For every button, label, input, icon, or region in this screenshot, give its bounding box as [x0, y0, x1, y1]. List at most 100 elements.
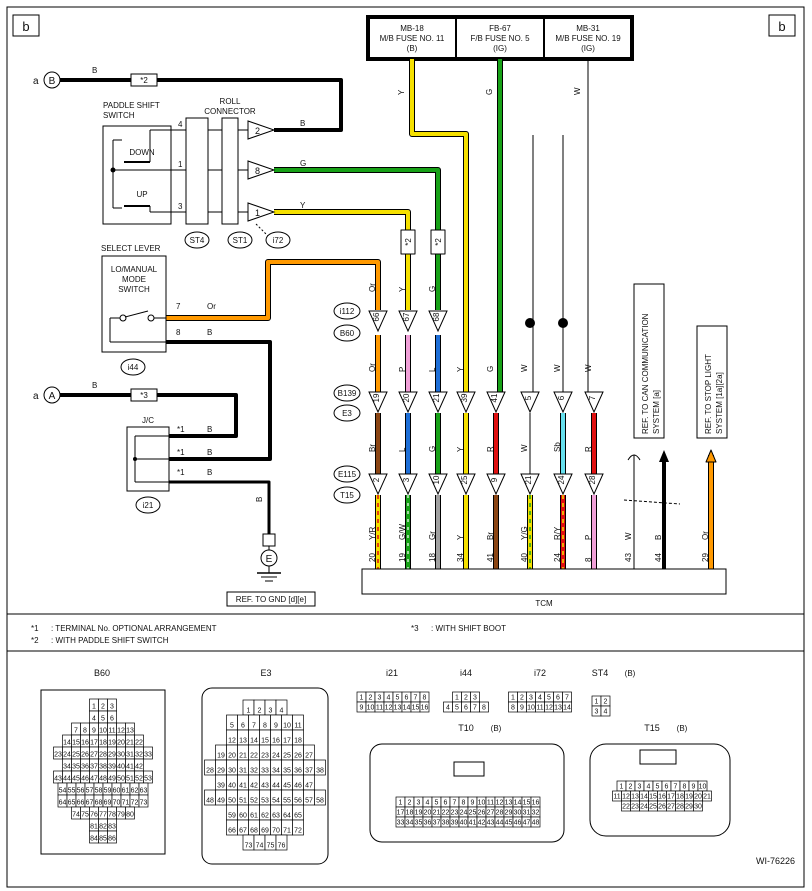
i21-layout-pin: 16: [421, 705, 429, 712]
select-lever-sw2: MODE: [122, 275, 146, 284]
b139-wire-4: G: [486, 366, 495, 372]
e115-terminal-2-pin: 10: [432, 475, 441, 484]
paddle-shift-switch: PADDLE SHIFT SWITCH DOWN UP 4 1 3: [102, 101, 186, 225]
b60-layout-pin: 59: [104, 788, 112, 795]
corner-box-left: [12, 14, 40, 37]
badge-i72-label: i72: [273, 236, 284, 245]
badge-i21: [135, 496, 161, 514]
e3-layout-pin: 58: [316, 798, 324, 805]
b60-layout-pin: 75: [81, 812, 89, 819]
b60-layout-pin: 6: [110, 716, 114, 723]
note-2-key: *2: [31, 636, 39, 645]
roll-title-1: ROLL: [220, 97, 241, 106]
i21-layout-pin: 10: [367, 705, 375, 712]
fuse-3-signal: (IG): [581, 44, 595, 53]
e3-layout-pin: 41: [239, 783, 247, 790]
t15-layout-sig: (B): [677, 724, 688, 733]
splice-dot-1: [525, 318, 535, 328]
b60-layout-pin: 46: [81, 776, 89, 783]
b60-layout-pin: 47: [90, 776, 98, 783]
tcm-wire-8: W: [624, 532, 633, 540]
b60-layout-pin: 41: [126, 764, 134, 771]
e3-layout-pin: 32: [250, 768, 258, 775]
e3-layout-pin: 5: [230, 723, 234, 730]
b60-layout-cell: [125, 806, 135, 820]
tcm-module: TCM: [361, 568, 727, 608]
paddle-pin-4: 4: [178, 120, 183, 129]
corner-box-right: [768, 14, 796, 37]
b60-layout-pin: 70: [113, 800, 121, 807]
e3-layout-pin: 16: [272, 738, 280, 745]
b139-wire-3: Y: [456, 366, 465, 372]
note-1-text: : TERMINAL No. OPTIONAL ARRANGEMENT: [51, 624, 217, 633]
e3-layout-pin: 13: [239, 738, 247, 745]
e3-layout-cell: [275, 834, 288, 851]
e3-layout-pin: 10: [283, 723, 291, 730]
b60-layout-pin: 61: [122, 788, 130, 795]
tcm-pin-3: 34: [456, 553, 465, 562]
t15-layout-pin: 1: [620, 784, 624, 791]
e115-wire-7: R: [584, 446, 593, 452]
i21-layout-pin: 9: [360, 705, 364, 712]
i72-layout-pin: 9: [520, 705, 524, 712]
e3-layout-pin: 21: [239, 753, 247, 760]
fuse-3-name: MB-31: [576, 24, 600, 33]
b60-layout-pin: 5: [101, 716, 105, 723]
b60-layout-pin: 50: [117, 776, 125, 783]
st4-layout-cell: [600, 705, 611, 717]
st4-layout-sig: (B): [625, 669, 636, 678]
b139-terminal-6: [553, 391, 573, 414]
e3-layout-pin: 36: [294, 768, 302, 775]
b139-terminal-0-pin: 19: [372, 393, 381, 402]
e3-layout-pin: 30: [228, 768, 236, 775]
e115-wire-1: L: [398, 447, 407, 452]
st4-layout-pin: 3: [595, 709, 599, 716]
t10-layout-pin: 34: [406, 820, 414, 827]
b60-layout-pin: 12: [117, 728, 125, 735]
badge-b60: [333, 324, 361, 342]
select-lever: SELECT LEVER LO/MANUAL MODE SWITCH 7 8 O…: [101, 244, 216, 353]
e115-terminal-2: [428, 473, 448, 496]
paddle-pin-1: 1: [178, 160, 183, 169]
b60-layout-pin: 4: [92, 716, 96, 723]
t15-layout-pin: 24: [640, 804, 648, 811]
e3-layout-pin: 14: [250, 738, 258, 745]
badge-b139-label: B139: [338, 389, 357, 398]
jc-label: J/C: [142, 416, 154, 425]
e3-layout-pin: 74: [256, 843, 264, 850]
b60-layout-pin: 25: [72, 752, 80, 759]
t10-layout-pin: 13: [505, 800, 513, 807]
tcm-pin-4: 41: [486, 553, 495, 562]
fuse-2-name: FB-67: [489, 24, 511, 33]
t10-layout-pin: 23: [451, 810, 459, 817]
corner-label-right: b: [778, 19, 785, 34]
b60-layout-pin: 67: [86, 800, 94, 807]
i44-layout-pin: 4: [446, 705, 450, 712]
terminal-rows: Or66Y67G68Or19P20L21Y39G41W5W6W7Br2L3G10…: [368, 283, 710, 562]
e115-terminal-3: [456, 473, 476, 496]
tcm-wire-2: Gr: [428, 531, 437, 540]
e115-wire-4: R: [486, 446, 495, 452]
fuse-1-desc: M/B FUSE NO. 11: [380, 34, 445, 43]
b139-wire-2: L: [428, 367, 437, 372]
t10-layout-pin: 29: [505, 810, 513, 817]
t15-layout-pin: 27: [667, 804, 675, 811]
i112-terminal-2-pin: 68: [432, 312, 441, 321]
b60-layout-pin: 44: [63, 776, 71, 783]
t15-layout-pin: 18: [676, 794, 684, 801]
st4-layout-pin: 1: [595, 699, 599, 706]
e3-layout-pin: 69: [261, 828, 269, 835]
wire-mark-0: [400, 229, 416, 255]
b139-terminal-3: [456, 391, 476, 414]
b60-layout-pin: 86: [108, 836, 116, 843]
t10-layout-pin: 9: [471, 800, 475, 807]
t10-layout-cell: [530, 816, 541, 828]
jc-wire-2: B: [207, 448, 212, 457]
t10-layout-pin: 8: [462, 800, 466, 807]
jc-mark-3: *1: [177, 468, 185, 477]
input-a-mark: *3: [140, 391, 148, 400]
i72-layout-pin: 5: [547, 695, 551, 702]
i72-layout-pin: 10: [527, 705, 535, 712]
badge-i44-label: i44: [128, 363, 139, 372]
